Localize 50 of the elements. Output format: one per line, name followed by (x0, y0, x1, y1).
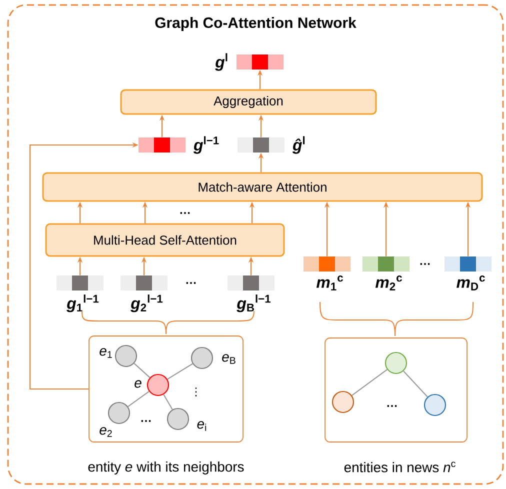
ellipsis: ⋮ (195, 388, 197, 396)
process-box: Aggregation (120, 89, 377, 115)
graph-panel (88, 336, 244, 442)
ellipsis: … (387, 405, 397, 407)
graph-edge (134, 363, 150, 378)
vector-label: g$_{2}$l−1 (130, 294, 163, 312)
ellipsis: … (186, 282, 196, 284)
vector-bar (228, 276, 274, 290)
graph-panel (324, 338, 468, 442)
entity-circle (108, 402, 130, 424)
process-box: Multi-Head Self-Attention (45, 223, 285, 257)
entity-circle (114, 344, 138, 368)
graph-edge (403, 370, 428, 398)
entity-circle (190, 346, 214, 370)
entity-circle (332, 390, 354, 414)
entity-label: e (134, 380, 142, 388)
vector-bar (236, 54, 284, 70)
node-label: entity e with its neighbors (88, 462, 244, 474)
entity-circle (146, 374, 170, 396)
entity-label: e$_{i}$ (197, 421, 206, 431)
graph-edge (352, 369, 388, 396)
graph-edge (128, 390, 150, 407)
ellipsis: … (180, 212, 190, 214)
entity-label: e$_{1}$ (100, 348, 112, 358)
vector-label: g$^{l}$ (215, 53, 228, 71)
vector-bar (56, 276, 104, 290)
vector-bar (238, 138, 284, 152)
vector-label: g$^{l−1}$ (193, 136, 219, 154)
ellipsis: … (141, 420, 151, 422)
node-label: entities in news n$^{c}$ (344, 462, 456, 472)
entity-circle (424, 394, 446, 416)
process-box: Match-aware Attention (42, 172, 483, 202)
graph-edge (163, 394, 173, 410)
vector-label: g$_{B}$l−1 (236, 294, 270, 312)
ellipsis: … (420, 263, 430, 265)
vector-bar (362, 256, 410, 272)
vector-bar (138, 138, 186, 152)
vector-label: ĝ$^{l}$ (292, 136, 305, 154)
vector-bar (304, 256, 350, 272)
entity-label: e$_{B}$ (222, 354, 236, 364)
graph-edge (167, 363, 193, 380)
vector-label: g$_{1}$l−1 (66, 294, 99, 312)
vector-label: m$_{1}$c (316, 276, 343, 290)
entity-circle (166, 408, 190, 430)
vector-label: m$_{D}$c (456, 276, 485, 290)
vector-label: m$_{2}$c (375, 276, 402, 290)
entity-circle (384, 352, 408, 374)
vector-bar (444, 256, 492, 272)
entity-label: e$_{2}$ (100, 427, 112, 437)
vector-bar (120, 276, 168, 290)
